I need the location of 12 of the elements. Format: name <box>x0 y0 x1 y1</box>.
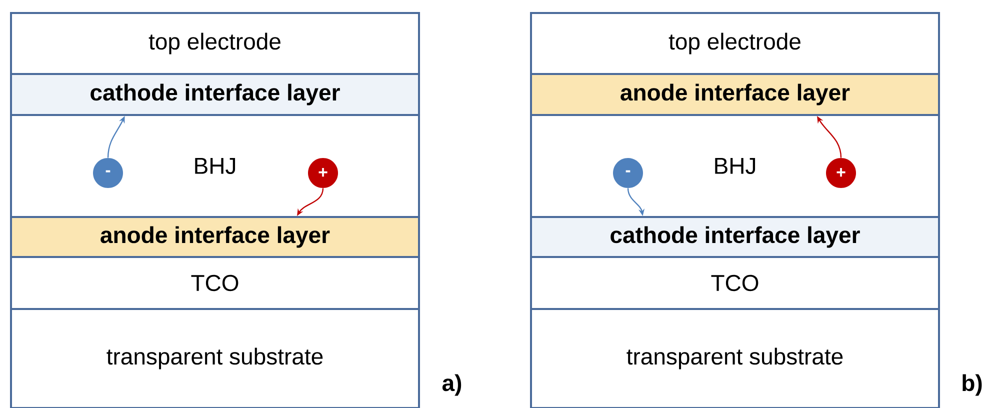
panel-label: b) <box>962 374 982 396</box>
layer-box: cathode interface layer <box>10 73 420 116</box>
layer-box: TCO <box>10 256 420 310</box>
layer-box: transparent substrate <box>530 308 940 408</box>
layer-box: cathode interface layer <box>530 216 940 258</box>
layer-box: top electrode <box>530 12 940 75</box>
layer-box: anode interface layer <box>10 216 420 258</box>
layer-box: anode interface layer <box>530 73 940 116</box>
layer-box: top electrode <box>10 12 420 75</box>
panel-label: a) <box>442 374 462 396</box>
layer-box: TCO <box>530 256 940 310</box>
layer-box: transparent substrate <box>10 308 420 408</box>
